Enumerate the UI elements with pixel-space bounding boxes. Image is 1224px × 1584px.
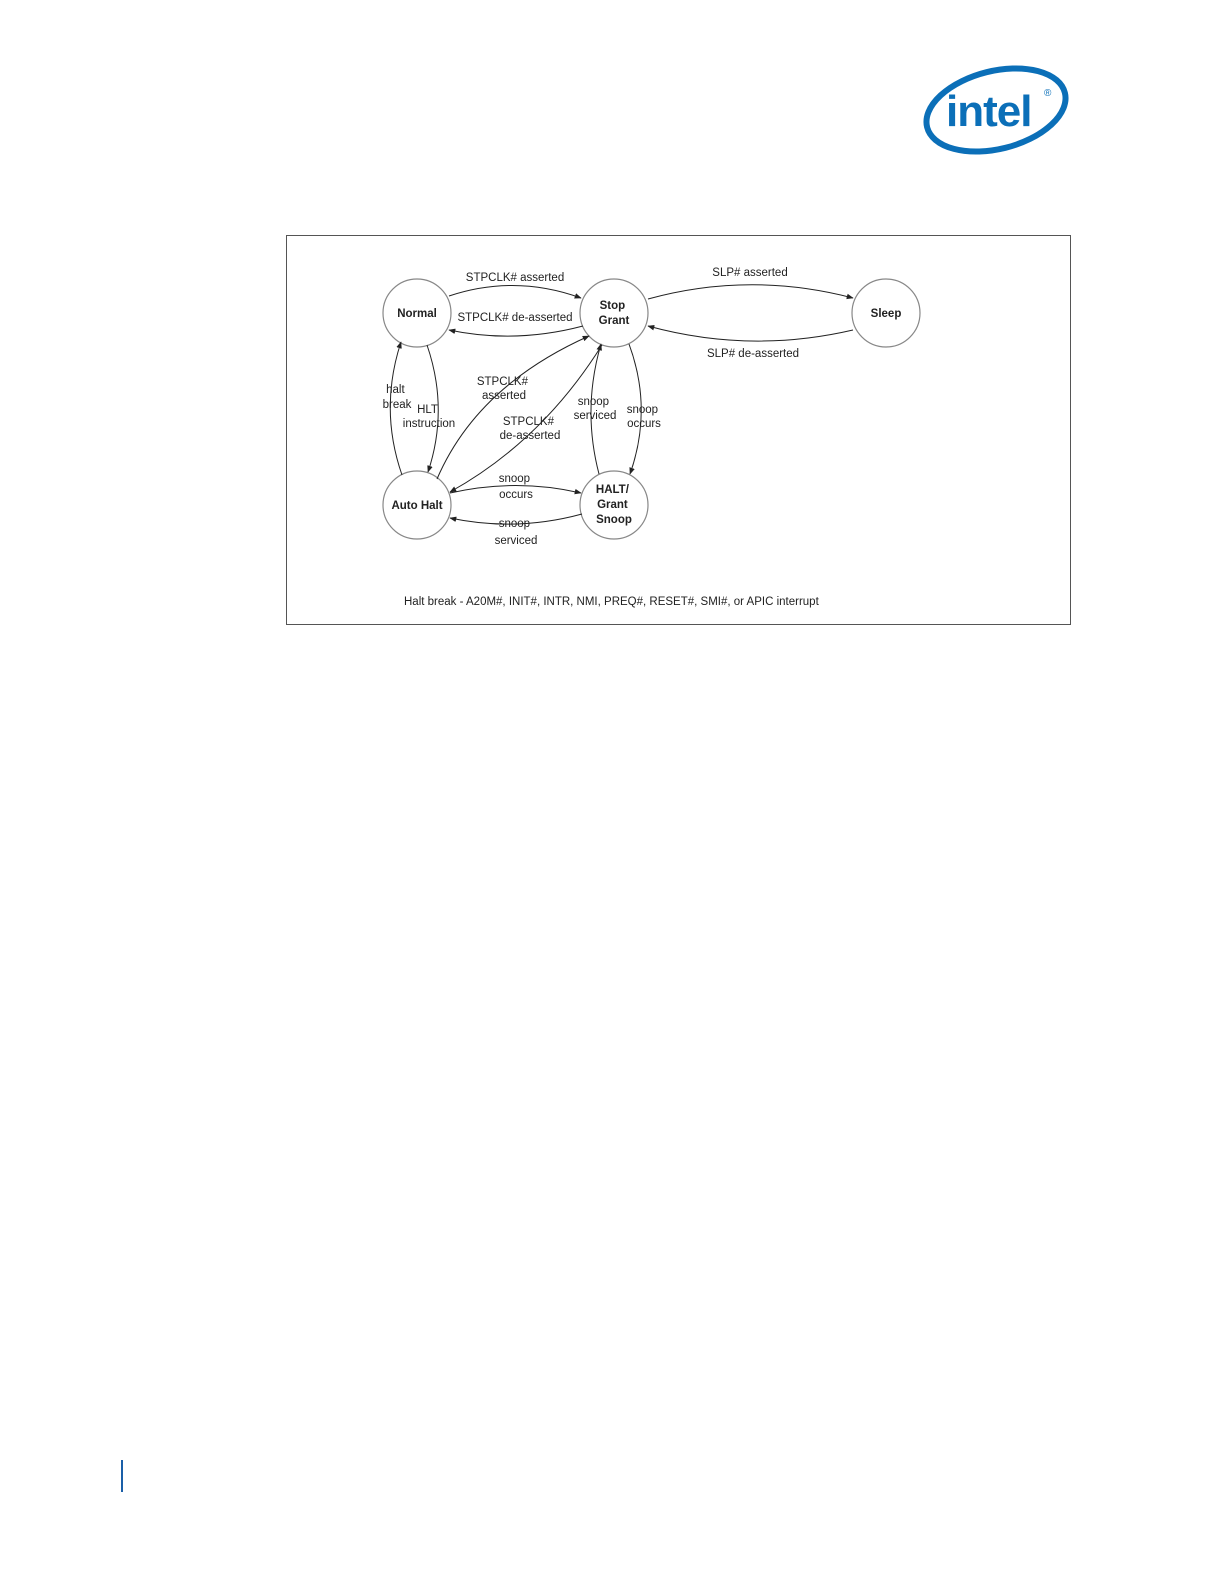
label-stpclk-deasserted-diag-line1: STPCLK#: [503, 416, 555, 428]
label-snoop-occurs-bottom-line2: occurs: [499, 489, 533, 501]
edge-halt-grant-snoop-to-auto-halt: [449, 513, 583, 525]
label-stpclk-deasserted: STPCLK# de-asserted: [457, 312, 572, 324]
svg-text:HALT/ Grant Sn: HALT/ Grant Snoop: [596, 484, 632, 526]
label-halt-break-line1: halt: [386, 384, 405, 396]
svg-text:intel: intel: [946, 87, 1031, 136]
edge-stop-grant-to-sleep: [647, 284, 854, 300]
label-hlt-instruction-line1: HLT: [417, 404, 438, 416]
label-stpclk-deasserted-diag-line2: de-asserted: [500, 430, 561, 442]
edge-auto-halt-to-stop-grant: [436, 335, 590, 480]
label-hlt-instruction-line2: instruction: [403, 418, 455, 430]
label-slp-asserted: SLP# asserted: [712, 267, 787, 279]
edge-normal-to-stop-grant: [448, 285, 582, 299]
svg-text:Auto Halt: Auto Halt: [391, 500, 442, 512]
svg-text:snoop occurs: snoop occurs: [499, 473, 534, 501]
label-snoop-occurs-right-line2: occurs: [627, 418, 661, 430]
state-stop-grant-line2: Grant: [599, 315, 630, 327]
svg-text:Sleep: Sleep: [871, 308, 902, 320]
state-diagram: Normal Stop Grant Sleep Auto Halt HALT/ …: [382, 267, 921, 608]
label-stpclk-asserted-diag-line1: STPCLK#: [477, 376, 529, 388]
edge-stop-grant-to-normal: [448, 325, 584, 337]
svg-text:HLT instruction: HLT instruction: [403, 404, 455, 430]
page-margin-bar: [121, 1460, 123, 1492]
state-auto-halt-label: Auto Halt: [391, 500, 442, 512]
state-sleep-label: Sleep: [871, 308, 902, 320]
svg-text:STPCLK# de-asserted: STPCLK# de-asserted: [500, 416, 561, 442]
state-auto-halt: Auto Halt: [382, 470, 452, 540]
svg-text:snoop serviced: snoop serviced: [574, 396, 617, 422]
svg-text:STPCLK# asserted: STPCLK# asserted: [477, 376, 531, 402]
edge-stop-grant-to-auto-halt: [449, 344, 603, 493]
state-halt-grant-snoop-line1: HALT/: [596, 484, 630, 496]
label-snoop-occurs-right-line1: snoop: [627, 404, 658, 416]
label-snoop-serviced-bottom-line2: serviced: [495, 535, 538, 547]
svg-text:SLP# asserted: SLP# asserted: [712, 267, 787, 279]
svg-text:Halt break - A20M#, INIT#, INT: Halt break - A20M#, INIT#, INTR, NMI, PR…: [404, 596, 820, 608]
svg-text:snoop serviced: snoop serviced: [495, 518, 538, 547]
figure-frame: Normal Stop Grant Sleep Auto Halt HALT/ …: [286, 235, 1071, 625]
label-slp-deasserted: SLP# de-asserted: [707, 348, 799, 360]
svg-text:Stop Grant: Stop Grant: [599, 300, 630, 327]
svg-text:snoop occurs: snoop occurs: [627, 404, 662, 430]
state-halt-grant-snoop: HALT/ Grant Snoop: [579, 470, 649, 540]
state-normal-label: Normal: [397, 308, 437, 320]
svg-text:SLP# de-asserted: SLP# de-asserted: [707, 348, 799, 360]
label-stpclk-asserted: STPCLK# asserted: [466, 272, 564, 284]
svg-text:®: ®: [1044, 88, 1052, 99]
state-stop-grant: Stop Grant: [579, 278, 649, 348]
label-snoop-serviced-right-line2: serviced: [574, 410, 617, 422]
edge-sleep-to-stop-grant: [647, 324, 854, 342]
label-snoop-serviced-bottom-line1: snoop: [499, 518, 530, 530]
state-stop-grant-line1: Stop: [600, 300, 626, 312]
label-halt-break-line2: break: [383, 399, 412, 411]
intel-logo: intel ®: [923, 65, 1078, 155]
label-stpclk-asserted-diag-line2: asserted: [482, 390, 526, 402]
state-halt-grant-snoop-line3: Snoop: [596, 514, 632, 526]
label-snoop-serviced-right-line1: snoop: [578, 396, 609, 408]
svg-text:STPCLK# asserted: STPCLK# asserted: [466, 272, 564, 284]
edge-auto-halt-to-halt-grant-snoop: [449, 485, 582, 495]
state-normal: Normal: [382, 278, 452, 348]
state-sleep: Sleep: [851, 278, 921, 348]
edge-stop-grant-to-halt-grant-snoop: [628, 343, 642, 475]
edge-normal-to-auto-halt: [426, 344, 439, 473]
edge-auto-halt-to-normal: [389, 341, 403, 476]
label-snoop-occurs-bottom-line1: snoop: [499, 473, 530, 485]
svg-text:Normal: Normal: [397, 308, 437, 320]
svg-text:STPCLK# de-asserted: STPCLK# de-asserted: [457, 312, 572, 324]
svg-text:halt break: halt break: [383, 384, 412, 411]
state-halt-grant-snoop-line2: Grant: [597, 499, 628, 511]
halt-break-note: Halt break - A20M#, INIT#, INTR, NMI, PR…: [404, 596, 820, 608]
edge-halt-grant-snoop-to-stop-grant: [590, 343, 602, 475]
